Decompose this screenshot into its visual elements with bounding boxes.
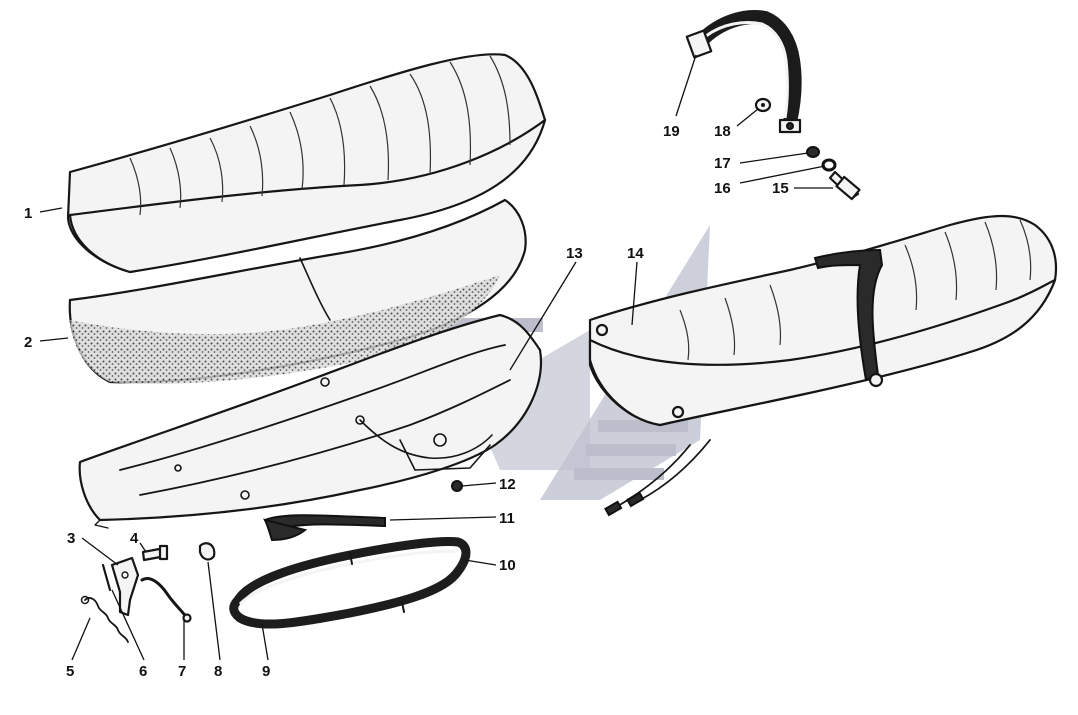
- callout-4: 4: [130, 530, 139, 547]
- callout-14: 14: [627, 245, 644, 262]
- callout-17: 17: [714, 155, 731, 172]
- washer-part-17: [806, 146, 820, 158]
- callout-6: 6: [139, 663, 147, 680]
- callout-1: 1: [24, 205, 32, 222]
- callout-numbers: 1 2 3 4 5 6 7 8 9 10 11 12 13 14 15 16 1…: [24, 123, 789, 680]
- callout-12: 12: [499, 476, 516, 493]
- bolt-part-4: [141, 544, 169, 562]
- seat-cover-part-1: [66, 53, 547, 274]
- assembled-seat-part-14: [588, 214, 1058, 517]
- callout-5: 5: [66, 663, 74, 680]
- callout-18: 18: [714, 123, 731, 140]
- callout-13: 13: [566, 245, 583, 262]
- leader-lines: [39, 54, 833, 661]
- callout-2: 2: [24, 334, 32, 351]
- strap-loop-part-9-10: [229, 537, 471, 629]
- latch-rod-part-7: [140, 577, 192, 623]
- spring-part-5: [80, 595, 129, 643]
- clip-part-8: [198, 542, 216, 561]
- callout-11: 11: [499, 510, 515, 527]
- callout-10: 10: [499, 557, 516, 574]
- callout-9: 9: [262, 663, 270, 680]
- strap-part-11: [263, 514, 386, 542]
- lock-washer-part-16: [821, 158, 837, 172]
- callout-19: 19: [663, 123, 680, 140]
- callout-15: 15: [772, 180, 789, 197]
- callout-3: 3: [67, 530, 75, 547]
- washer-part-18: [754, 97, 772, 113]
- seat-foam-part-2: [68, 198, 527, 385]
- callout-16: 16: [714, 180, 731, 197]
- bolt-part-12: [451, 480, 463, 492]
- hinge-bracket-part-3: [110, 556, 140, 617]
- bolt-part-15: [828, 170, 861, 201]
- callout-7: 7: [178, 663, 186, 680]
- seat-pan-part-13: [78, 313, 542, 529]
- callout-8: 8: [214, 663, 222, 680]
- pin-part-6: [101, 563, 112, 592]
- grab-strap-part-19: [685, 10, 802, 134]
